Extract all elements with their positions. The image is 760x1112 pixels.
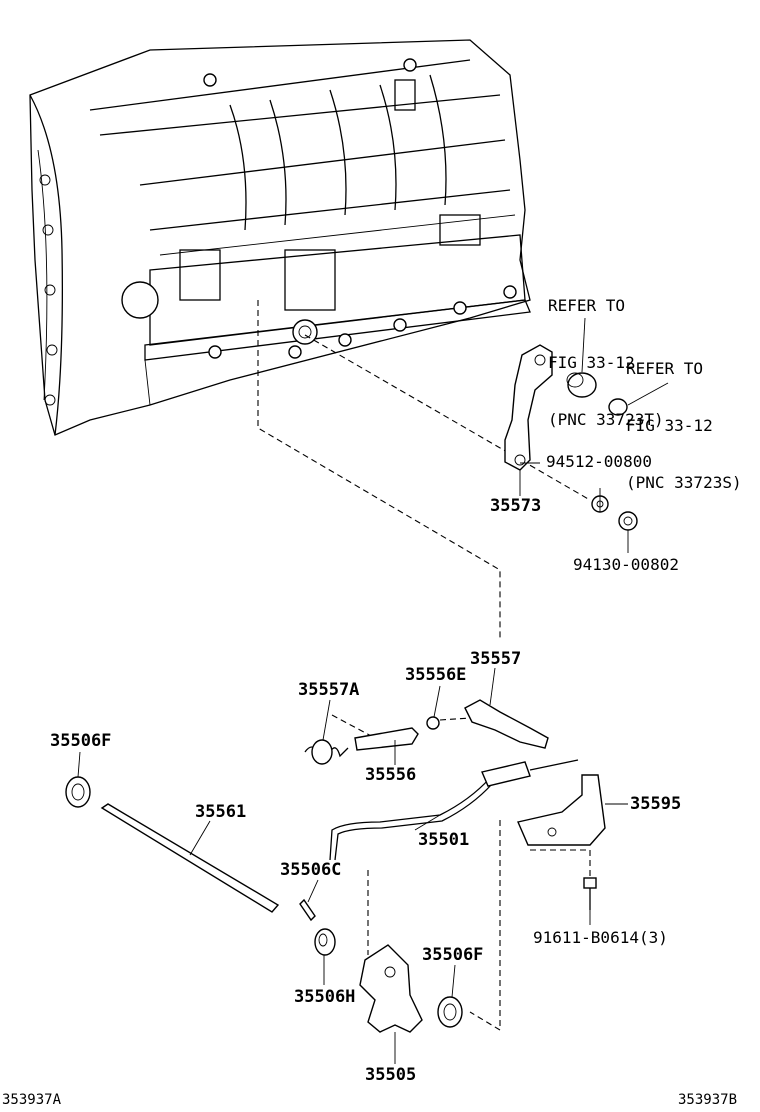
- bushing-33723s: [608, 398, 628, 416]
- illustration-code-left: 353937A: [2, 1092, 62, 1108]
- illustration-code-right: 353937B: [678, 1092, 738, 1108]
- refer-to-note-33723s: REFER TO FIG 33-12 (PNC 33723S): [626, 321, 742, 511]
- part-label-35557[interactable]: 35557: [470, 649, 522, 669]
- nut-94130: [618, 511, 638, 531]
- oil-seal-35506f-a: [65, 776, 91, 808]
- cable-35501: [329, 759, 579, 861]
- refer-line-1: REFER TO: [548, 296, 626, 315]
- refer-line-2: FIG 33-12: [548, 353, 635, 372]
- part-label-94512-00800[interactable]: 94512-00800: [546, 452, 652, 471]
- part-label-35556[interactable]: 35556: [365, 765, 417, 785]
- refer-line-2: FIG 33-12: [626, 416, 713, 435]
- part-label-35506c[interactable]: 35506C: [280, 860, 342, 880]
- refer-line-1: REFER TO: [626, 359, 704, 378]
- part-label-35501[interactable]: 35501: [418, 830, 470, 850]
- lever-35505: [359, 944, 423, 1033]
- part-label-35595[interactable]: 35595: [630, 794, 682, 814]
- part-label-35557a[interactable]: 35557A: [298, 680, 360, 700]
- collar-35506h: [314, 928, 336, 956]
- part-label-35506h[interactable]: 35506H: [294, 987, 356, 1007]
- bolt-91611: [583, 877, 597, 910]
- assembly-guide-lines: [257, 300, 591, 1031]
- bushing-33723t: [566, 372, 597, 398]
- oil-seal-35506f-b: [437, 996, 463, 1028]
- transmission-assembly-illustration: [29, 39, 531, 436]
- bracket-35573: [504, 344, 553, 471]
- part-label-35561[interactable]: 35561: [195, 802, 247, 822]
- pin-35506c: [299, 898, 316, 922]
- shaft-35561: [100, 803, 280, 913]
- refer-line-3: (PNC 33723T): [548, 410, 664, 429]
- part-label-35506f-b[interactable]: 35506F: [422, 945, 484, 965]
- refer-line-3: (PNC 33723S): [626, 473, 742, 492]
- leader-lines: [77, 317, 669, 1064]
- bracket-35595: [517, 774, 606, 846]
- lever-35557: [464, 699, 549, 749]
- pin-35556: [354, 727, 419, 751]
- part-label-35506f-a[interactable]: 35506F: [50, 731, 112, 751]
- part-label-94130-00802[interactable]: 94130-00802: [573, 555, 679, 574]
- clip-35556e: [426, 716, 440, 730]
- part-label-91611-b0614[interactable]: 91611-B0614(3): [533, 928, 668, 947]
- refer-to-note-33723t: REFER TO FIG 33-12 (PNC 33723T): [548, 258, 664, 448]
- part-label-35573[interactable]: 35573: [490, 496, 542, 516]
- part-label-35556e[interactable]: 35556E: [405, 665, 467, 685]
- part-label-35505[interactable]: 35505: [365, 1065, 417, 1085]
